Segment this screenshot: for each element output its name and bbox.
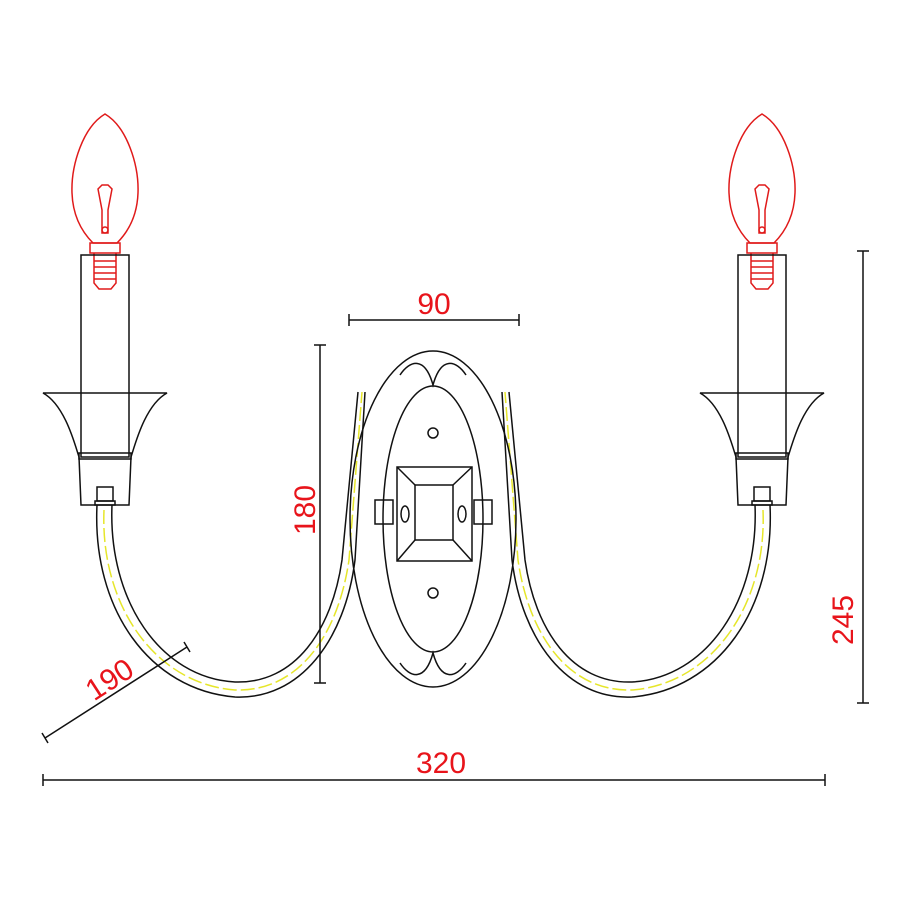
dimension-width-90: 90 [348,288,520,326]
dim-label-90: 90 [417,288,450,321]
right-candle [699,113,825,506]
dimension-width-320: 320 [42,747,826,786]
dimension-depth-190: 190 [41,641,191,744]
dim-label-245: 245 [827,595,860,645]
backplate [349,350,517,688]
left-arm [95,391,366,698]
dim-label-180: 180 [289,485,322,535]
dimension-height-180: 180 [289,344,326,684]
left-candle [42,113,168,506]
dim-label-190: 190 [80,653,140,708]
right-arm [501,391,772,698]
dim-label-320: 320 [416,747,466,780]
dimension-height-245: 245 [827,250,869,704]
